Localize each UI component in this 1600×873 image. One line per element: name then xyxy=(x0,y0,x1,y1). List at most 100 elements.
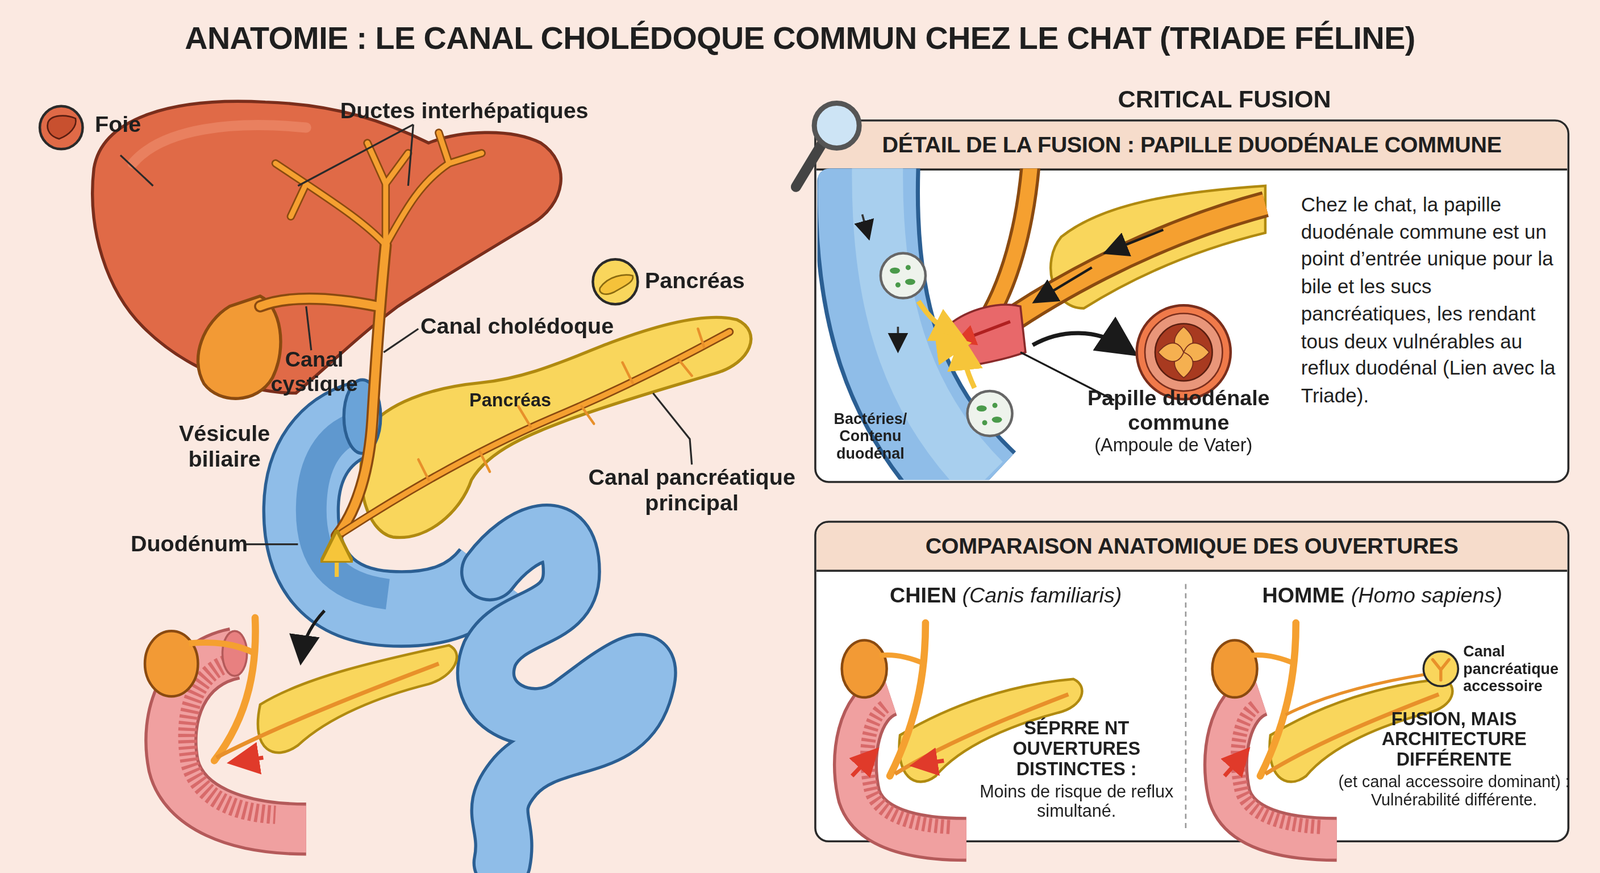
species-latin: (Canis familiaris) xyxy=(962,582,1123,607)
fusion-detail-part xyxy=(938,344,954,348)
fusion-detail-part xyxy=(989,203,1266,335)
reflux-arrow xyxy=(334,546,339,577)
part-note: (Ampoule de Vater) xyxy=(918,434,1429,456)
comparison-heading: FUSION, MAIS ARCHITECTURE DIFFÉRENTE xyxy=(1364,708,1544,771)
organ-label: Vésicule biliaire xyxy=(157,421,291,472)
panel-body-text: Chez le chat, la papille duodénale commu… xyxy=(1301,190,1559,410)
fusion-detail-part xyxy=(862,214,868,233)
fusion-detail-part xyxy=(1112,229,1164,250)
organ-label: Pancréas xyxy=(644,268,745,294)
fusion-detail-part xyxy=(964,321,1011,340)
papilla-cross-section xyxy=(1136,305,1231,399)
inset-arrow xyxy=(302,610,325,653)
papilla-cross-section-part xyxy=(1174,326,1193,353)
magnifier-icon xyxy=(796,102,860,187)
species-label: CHIEN xyxy=(889,582,957,607)
pancreatic-duct-part-part xyxy=(622,362,633,383)
bacteria-part xyxy=(967,390,1013,436)
duodenum-part xyxy=(301,418,490,610)
bile-ducts-part-part xyxy=(385,152,409,184)
pancreas-icon-part xyxy=(592,259,638,304)
liver-icon xyxy=(39,106,83,149)
bacteria-part xyxy=(889,267,900,274)
part-label: Papille duodénale commune xyxy=(1056,385,1302,434)
fusion-detail-part xyxy=(989,203,1266,335)
bile-ducts-part xyxy=(275,132,482,246)
heading-band: DÉTAIL DE LA FUSION : PAPILLE DUODÉNALE … xyxy=(816,121,1568,171)
part-label: Ductes interhépatiques xyxy=(209,98,720,124)
leader-lines-part xyxy=(297,124,414,186)
fusion-detail-part xyxy=(1040,267,1093,299)
bacteria-part xyxy=(992,416,1003,423)
accessory-duct-icon-part xyxy=(1423,651,1458,686)
human-opening-part xyxy=(1224,757,1241,776)
bile-ducts-part-part xyxy=(438,132,449,164)
papilla-cross-section-part xyxy=(1174,352,1193,378)
part-label: Canal cystique xyxy=(263,347,366,395)
bacteria-part xyxy=(905,264,911,270)
comparison-note: Moins de risque de reflux simultané. xyxy=(979,781,1174,821)
small-intestine-part xyxy=(485,532,648,863)
papilla-cross-section-part xyxy=(1157,343,1184,362)
fusion-detail-part xyxy=(1050,185,1266,309)
zoom-arrow xyxy=(1032,332,1125,348)
leader-lines-part xyxy=(383,328,419,352)
bile-ducts-part-part xyxy=(367,143,386,246)
pancreatic-duct-part-part xyxy=(697,328,704,347)
bile-ducts-part-part xyxy=(260,298,378,306)
bile-ducts-part-part xyxy=(290,183,307,216)
bacteria-part xyxy=(895,282,901,288)
liver-part xyxy=(132,125,306,164)
bile-ducts-part xyxy=(260,244,386,536)
comparison-note: (et canal accessoire dominant) : Vulnéra… xyxy=(1336,772,1572,810)
liver-icon-part xyxy=(47,115,77,140)
pancreatic-duct-part-part xyxy=(418,459,429,480)
papilla-cross-section-part xyxy=(1155,323,1213,381)
part-label: Canal pancréatique principal xyxy=(574,465,810,516)
fusion-detail-part xyxy=(918,301,951,333)
pancreas-icon xyxy=(592,259,638,304)
part-label: Canal cholédoque xyxy=(420,314,614,340)
magnifier-icon-part xyxy=(796,143,823,187)
leader-lines-part xyxy=(306,306,312,350)
human-opening-part xyxy=(1285,673,1429,715)
accessory-duct-icon xyxy=(1423,651,1458,686)
column-divider xyxy=(1185,584,1187,833)
bacteria-part xyxy=(982,419,988,425)
duodenum-part xyxy=(301,418,490,610)
bacteria-part xyxy=(992,402,998,408)
bile-ducts-part-part xyxy=(438,132,449,164)
dog-openings-part xyxy=(923,760,944,764)
panel-heading: DÉTAIL DE LA FUSION : PAPILLE DUODÉNALE … xyxy=(882,131,1502,159)
inset-illustration-part xyxy=(257,644,457,753)
bile-ducts-part-part xyxy=(260,298,378,306)
bile-ducts-part xyxy=(260,244,386,536)
organ-label: Pancréas xyxy=(469,389,552,411)
species-label: HOMME xyxy=(1262,582,1345,607)
pancreatic-duct-part-part xyxy=(678,359,692,376)
bacteria-part xyxy=(976,405,987,412)
leader-lines-part xyxy=(244,543,298,545)
fusion-detail-part xyxy=(897,326,900,345)
bile-ducts-part-part xyxy=(385,152,482,245)
pancreatic-duct-part xyxy=(418,328,704,480)
inset-illustration xyxy=(144,617,457,829)
part-label: Bactéries/ Contenu duodénal xyxy=(822,410,920,462)
pancreatic-duct-part-part xyxy=(581,406,595,424)
papilla-cross-section-part xyxy=(1144,313,1223,392)
dog-openings-part xyxy=(852,757,870,776)
small-intestine xyxy=(485,532,648,863)
papilla-cross-section-part xyxy=(1136,305,1231,399)
panel-heading: COMPARAISON ANATOMIQUE DES OUVERTURES xyxy=(925,532,1459,560)
bile-ducts-part-part xyxy=(275,163,386,245)
comparison-heading: SÉPRRE NT OUVERTURES DISTINCTES : xyxy=(994,717,1158,780)
accessory-duct-icon-part xyxy=(1432,659,1449,681)
part-label: Canal pancréatique accessoire xyxy=(1463,643,1576,695)
fusion-detail-part xyxy=(963,352,975,389)
species-latin: (Homo sapiens) xyxy=(1351,582,1503,607)
bile-ducts-part-part xyxy=(385,152,482,245)
papilla-cross-section-part xyxy=(1183,343,1210,362)
inset-illustration-part xyxy=(242,757,264,761)
fusion-detail-part xyxy=(981,168,1031,329)
